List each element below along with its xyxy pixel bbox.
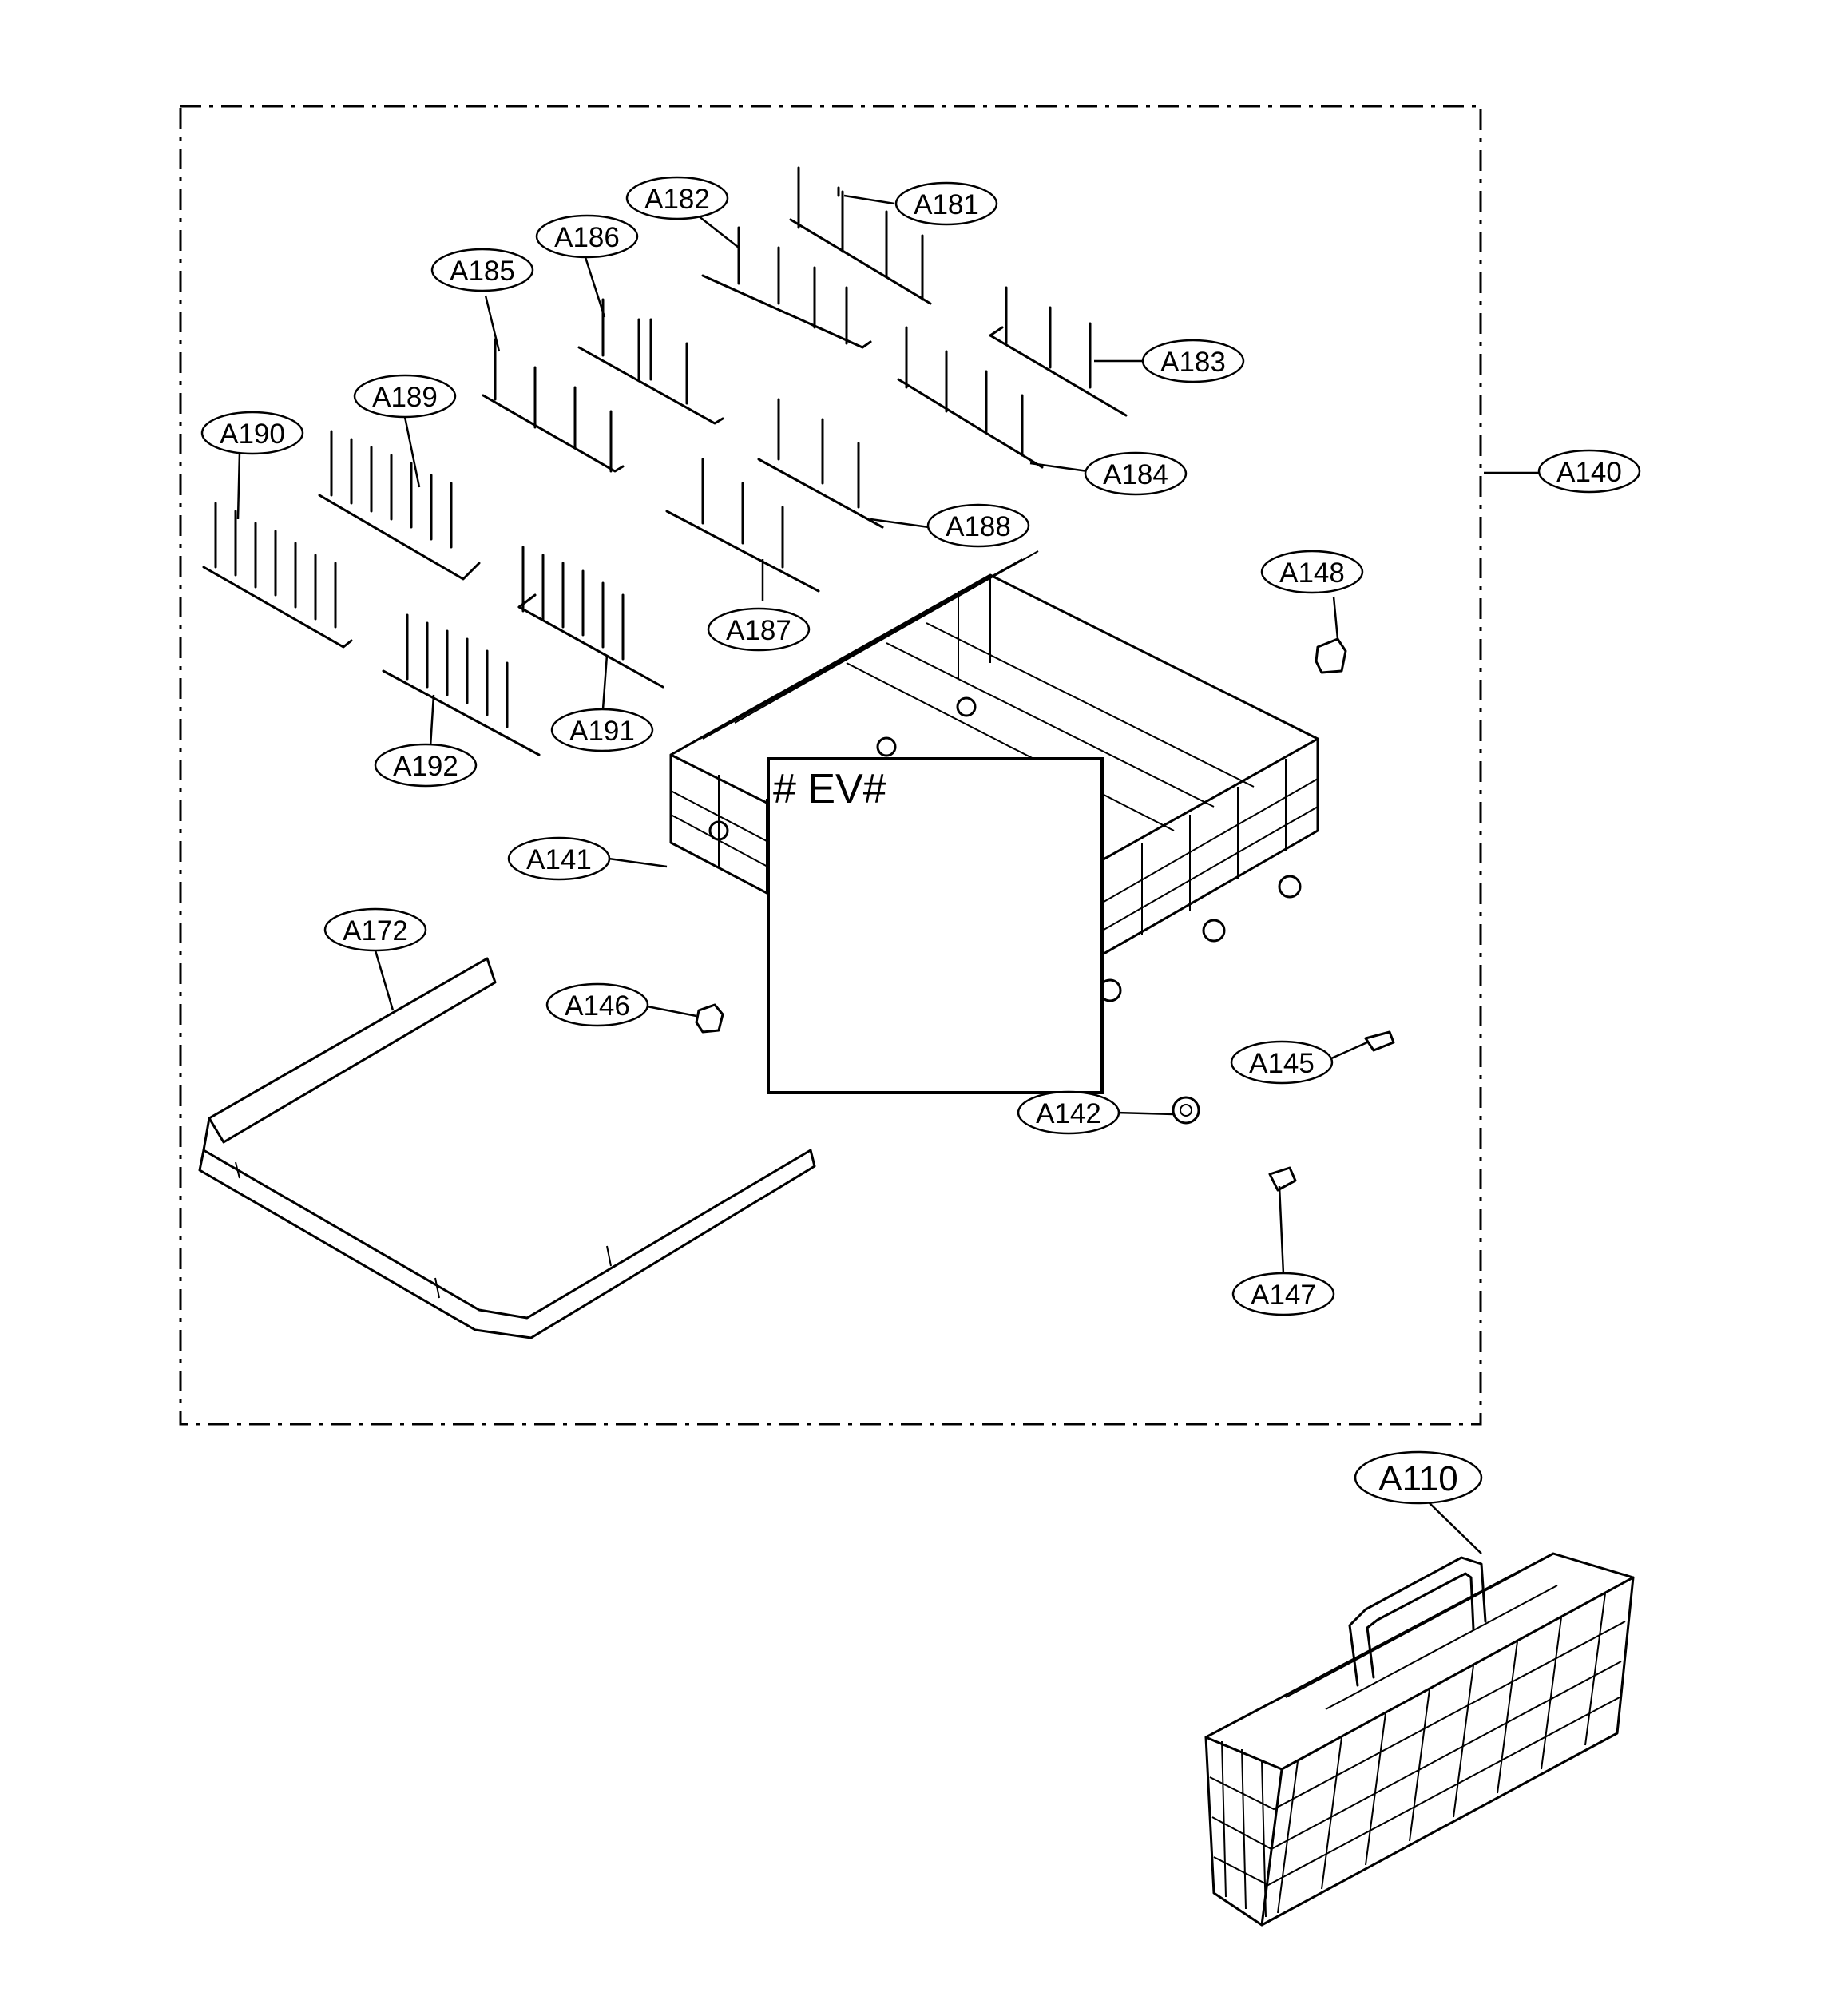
- assembly-boundary: [179, 105, 1482, 1426]
- svg-text:A187: A187: [726, 615, 791, 646]
- tine-row-a185: [482, 338, 625, 473]
- callout-a192: A192: [374, 743, 478, 788]
- svg-text:A141: A141: [526, 844, 592, 875]
- callout-a148: A148: [1260, 550, 1364, 594]
- callout-a186: A186: [535, 214, 639, 259]
- tine-row-a187: [665, 458, 820, 593]
- callout-a187: A187: [707, 607, 811, 652]
- part-a148-clip: [1315, 637, 1347, 674]
- callout-a182: A182: [625, 176, 729, 220]
- tine-row-a191: [517, 546, 664, 689]
- part-a142-wheel: [1172, 1096, 1200, 1125]
- svg-text:A110: A110: [1378, 1459, 1458, 1498]
- svg-text:A140: A140: [1556, 457, 1622, 488]
- svg-text:A142: A142: [1036, 1098, 1101, 1129]
- callout-a181: A181: [894, 181, 998, 226]
- tine-row-a184: [897, 326, 1044, 469]
- svg-text:A148: A148: [1279, 558, 1345, 589]
- callout-a145: A145: [1230, 1040, 1334, 1085]
- part-a147-clip: [1268, 1166, 1297, 1192]
- silverware-basket: [1204, 1552, 1635, 1927]
- tine-row-a183: [989, 286, 1128, 417]
- svg-text:A189: A189: [372, 382, 438, 413]
- callout-a184: A184: [1084, 451, 1188, 496]
- tine-row-a189: [318, 430, 481, 581]
- callout-a141: A141: [507, 836, 611, 881]
- callout-a185: A185: [430, 248, 534, 292]
- tine-row-a186: [577, 298, 724, 425]
- svg-text:A183: A183: [1160, 347, 1226, 378]
- callout-a172: A172: [323, 907, 427, 952]
- tine-row-a190: [202, 502, 353, 649]
- tine-row-a182: [701, 226, 872, 349]
- ev-notice-label: # EV#: [773, 766, 886, 812]
- svg-text:A147: A147: [1251, 1280, 1316, 1311]
- callout-a146: A146: [545, 982, 649, 1027]
- callout-a147: A147: [1231, 1272, 1335, 1316]
- callout-a188: A188: [926, 503, 1030, 548]
- callout-a183: A183: [1141, 339, 1245, 383]
- svg-text:A181: A181: [914, 189, 979, 220]
- svg-text:A184: A184: [1103, 459, 1168, 490]
- part-a146-clip: [695, 1003, 724, 1034]
- part-a145-clip: [1364, 1030, 1395, 1052]
- callout-a191: A191: [550, 708, 654, 752]
- svg-text:A145: A145: [1249, 1048, 1315, 1079]
- callout-a140: A140: [1537, 449, 1641, 494]
- callout-a142: A142: [1017, 1090, 1120, 1135]
- svg-text:A146: A146: [565, 990, 630, 1022]
- callout-a189: A189: [353, 374, 457, 419]
- leader-lines: [236, 194, 1548, 1554]
- svg-text:A188: A188: [946, 511, 1011, 542]
- rail-bumper: [198, 957, 816, 1339]
- callout-a190: A190: [200, 411, 304, 455]
- tine-row-a181: [789, 166, 932, 305]
- callout-a110: A110: [1354, 1450, 1483, 1505]
- svg-text:A191: A191: [569, 716, 635, 747]
- svg-text:A182: A182: [644, 184, 710, 215]
- ev-notice-box: [767, 757, 1104, 1094]
- svg-text:A172: A172: [343, 915, 408, 946]
- tine-row-a192: [382, 613, 541, 756]
- svg-text:A190: A190: [220, 419, 285, 450]
- svg-text:A185: A185: [450, 256, 515, 287]
- tine-row-a188: [757, 398, 884, 529]
- svg-text:A186: A186: [554, 222, 620, 253]
- svg-text:A192: A192: [393, 751, 458, 782]
